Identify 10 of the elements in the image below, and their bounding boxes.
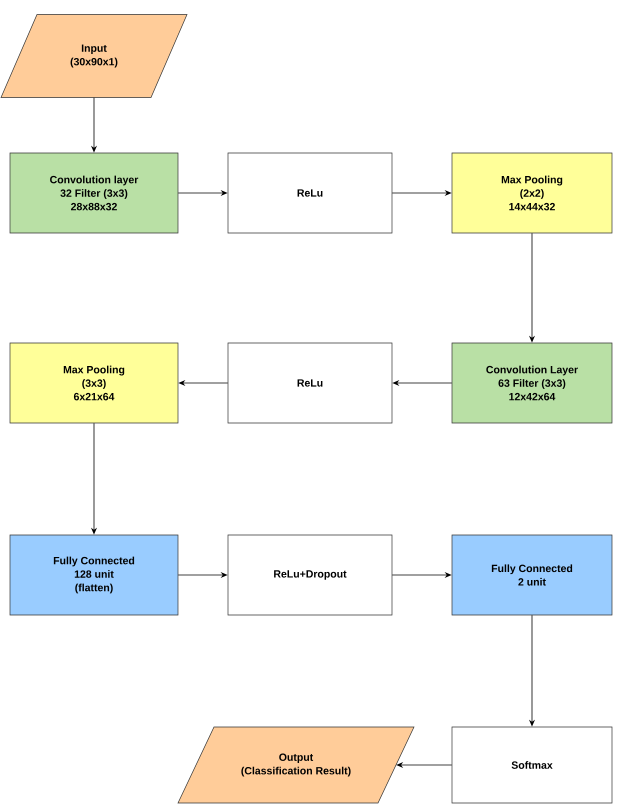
process-box: Max Pooling (2x2) 14x44x32: [452, 152, 612, 234]
process-box: Fully Connected 128 unit (flatten): [10, 534, 178, 616]
process-box: Softmax: [452, 726, 612, 804]
process-box: Convolution layer 32 Filter (3x3) 28x88x32: [10, 152, 178, 234]
process-box: ReLu+Dropout: [228, 534, 392, 616]
process-box: ReLu: [228, 152, 392, 234]
process-box: Convolution Layer 63 Filter (3x3) 12x42x64: [452, 342, 612, 424]
process-box: ReLu: [228, 342, 392, 424]
process-box: Max Pooling (3x3) 6x21x64: [10, 342, 178, 424]
process-box: Fully Connected 2 unit: [452, 534, 612, 616]
